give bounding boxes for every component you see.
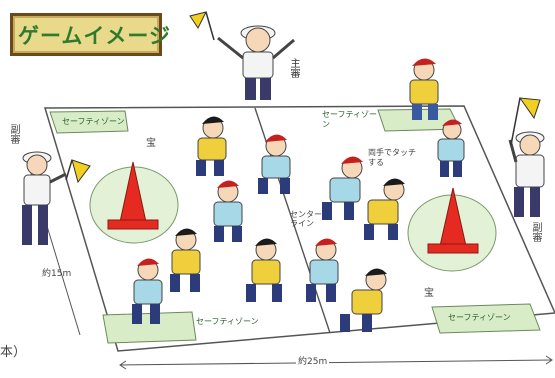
child-player-figure (196, 116, 227, 176)
child-player-figure (246, 238, 282, 302)
chief-referee-label: 主審 (288, 58, 299, 78)
flag-icon (189, 11, 215, 41)
traffic-cone-icon (427, 187, 479, 254)
safety-zone-bottom-right (431, 303, 541, 334)
length-dimension-arrow (119, 355, 553, 370)
safety-zone-bottom-left-label: セーフティゾーン (196, 317, 259, 326)
child-player-figure (409, 58, 439, 120)
page-title: ゲームイメージ (18, 24, 171, 48)
child-player-figure (322, 156, 363, 220)
length-dimension-label: 約25m (296, 354, 330, 367)
safety-zone-top-left-label: セーフティゾーン (62, 117, 125, 126)
flag-icon (65, 159, 91, 184)
right-vice-referee-figure (508, 131, 545, 217)
right-vice-referee-label: 副審 (530, 222, 541, 242)
child-player-figure (437, 119, 465, 177)
child-player-figure (306, 238, 339, 302)
title-plate (10, 13, 162, 56)
child-player-figure (132, 258, 163, 324)
safety-zone-bottom-left (102, 311, 197, 344)
touch-note-label: 両手でタッチする (368, 148, 416, 167)
safety-zone-top-left (49, 110, 129, 134)
child-player-figure (340, 268, 387, 332)
child-player-figure (364, 178, 405, 240)
child-player-figure (170, 228, 201, 292)
left-vice-referee-figure (22, 151, 67, 245)
width-dimension-label: 約15m (42, 269, 72, 279)
left-vice-referee-label: 副審 (8, 124, 19, 144)
child-player-figure (258, 134, 291, 194)
safety-zone-bottom-right-label: セーフティゾーン (448, 313, 511, 322)
cropped-edge-text: 本） (0, 345, 27, 360)
center-line-label: センターライン (290, 210, 322, 228)
flag-icon (510, 97, 541, 146)
treasure-right-label: 宝 (424, 288, 434, 299)
child-player-figure (213, 180, 243, 242)
chief-referee-figure (217, 25, 295, 100)
traffic-cone-icon (107, 161, 159, 230)
safety-zone-top-right-label: セーフティゾーン (322, 110, 378, 129)
treasure-left-label: 宝 (146, 138, 156, 149)
